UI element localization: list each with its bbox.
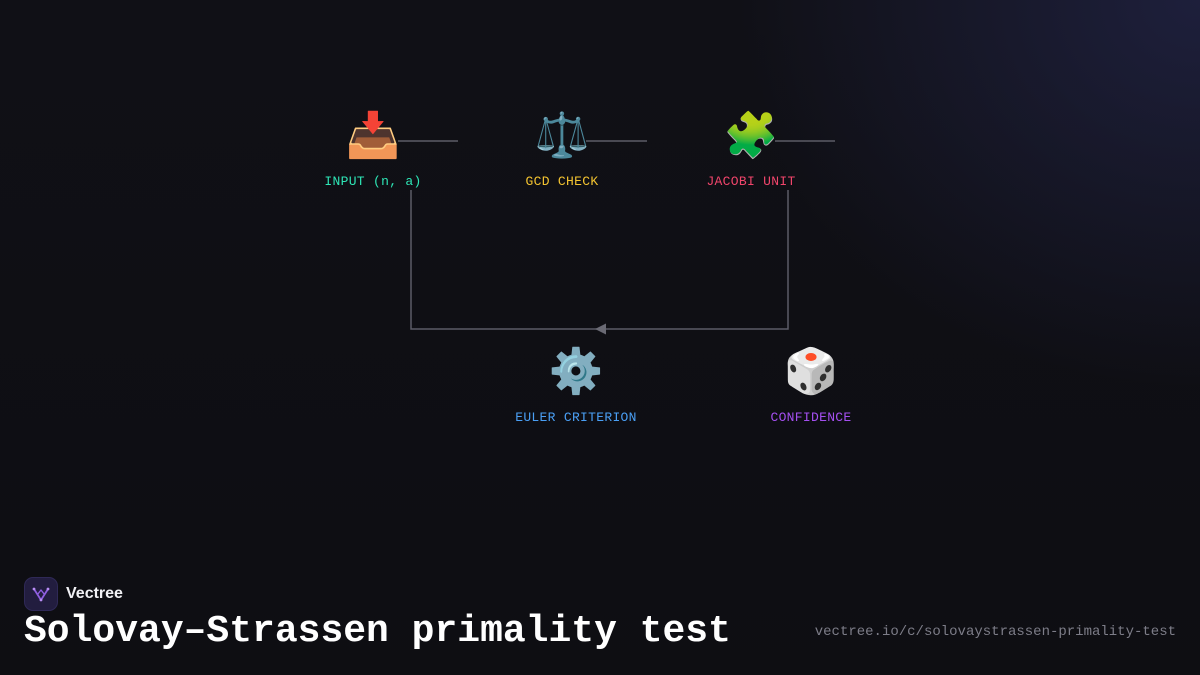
- source-url[interactable]: vectree.io/c/solovaystrassen-primality-t…: [814, 624, 1176, 640]
- node-input: 📥 INPUT (n, a): [283, 110, 463, 189]
- node-confidence: 🎲 CONFIDENCE: [721, 346, 901, 425]
- vectree-logo-icon: [24, 577, 58, 611]
- puzzle-icon: 🧩: [723, 110, 779, 161]
- connector-loop-back: [410, 190, 789, 330]
- node-label-jacobi-unit: JACOBI UNIT: [706, 174, 796, 189]
- node-jacobi-unit: 🧩 JACOBI UNIT: [661, 110, 841, 189]
- page-title: Solovay–Strassen primality test: [24, 610, 731, 653]
- brand: Vectree: [24, 577, 123, 611]
- brand-name: Vectree: [66, 585, 123, 602]
- node-label-euler-criterion: EULER CRITERION: [515, 410, 637, 425]
- node-label-input: INPUT (n, a): [324, 174, 422, 189]
- node-euler-criterion: ⚙️ EULER CRITERION: [486, 346, 666, 425]
- node-gcd-check: ⚖️ GCD CHECK: [472, 110, 652, 189]
- arrowhead-left-icon: [595, 323, 606, 335]
- die-icon: 🎲: [783, 346, 839, 397]
- node-label-confidence: CONFIDENCE: [770, 410, 852, 425]
- node-label-gcd-check: GCD CHECK: [525, 174, 599, 189]
- gear-icon: ⚙️: [548, 346, 604, 397]
- inbox-tray-icon: 📥: [345, 110, 401, 161]
- scales-icon: ⚖️: [534, 110, 590, 161]
